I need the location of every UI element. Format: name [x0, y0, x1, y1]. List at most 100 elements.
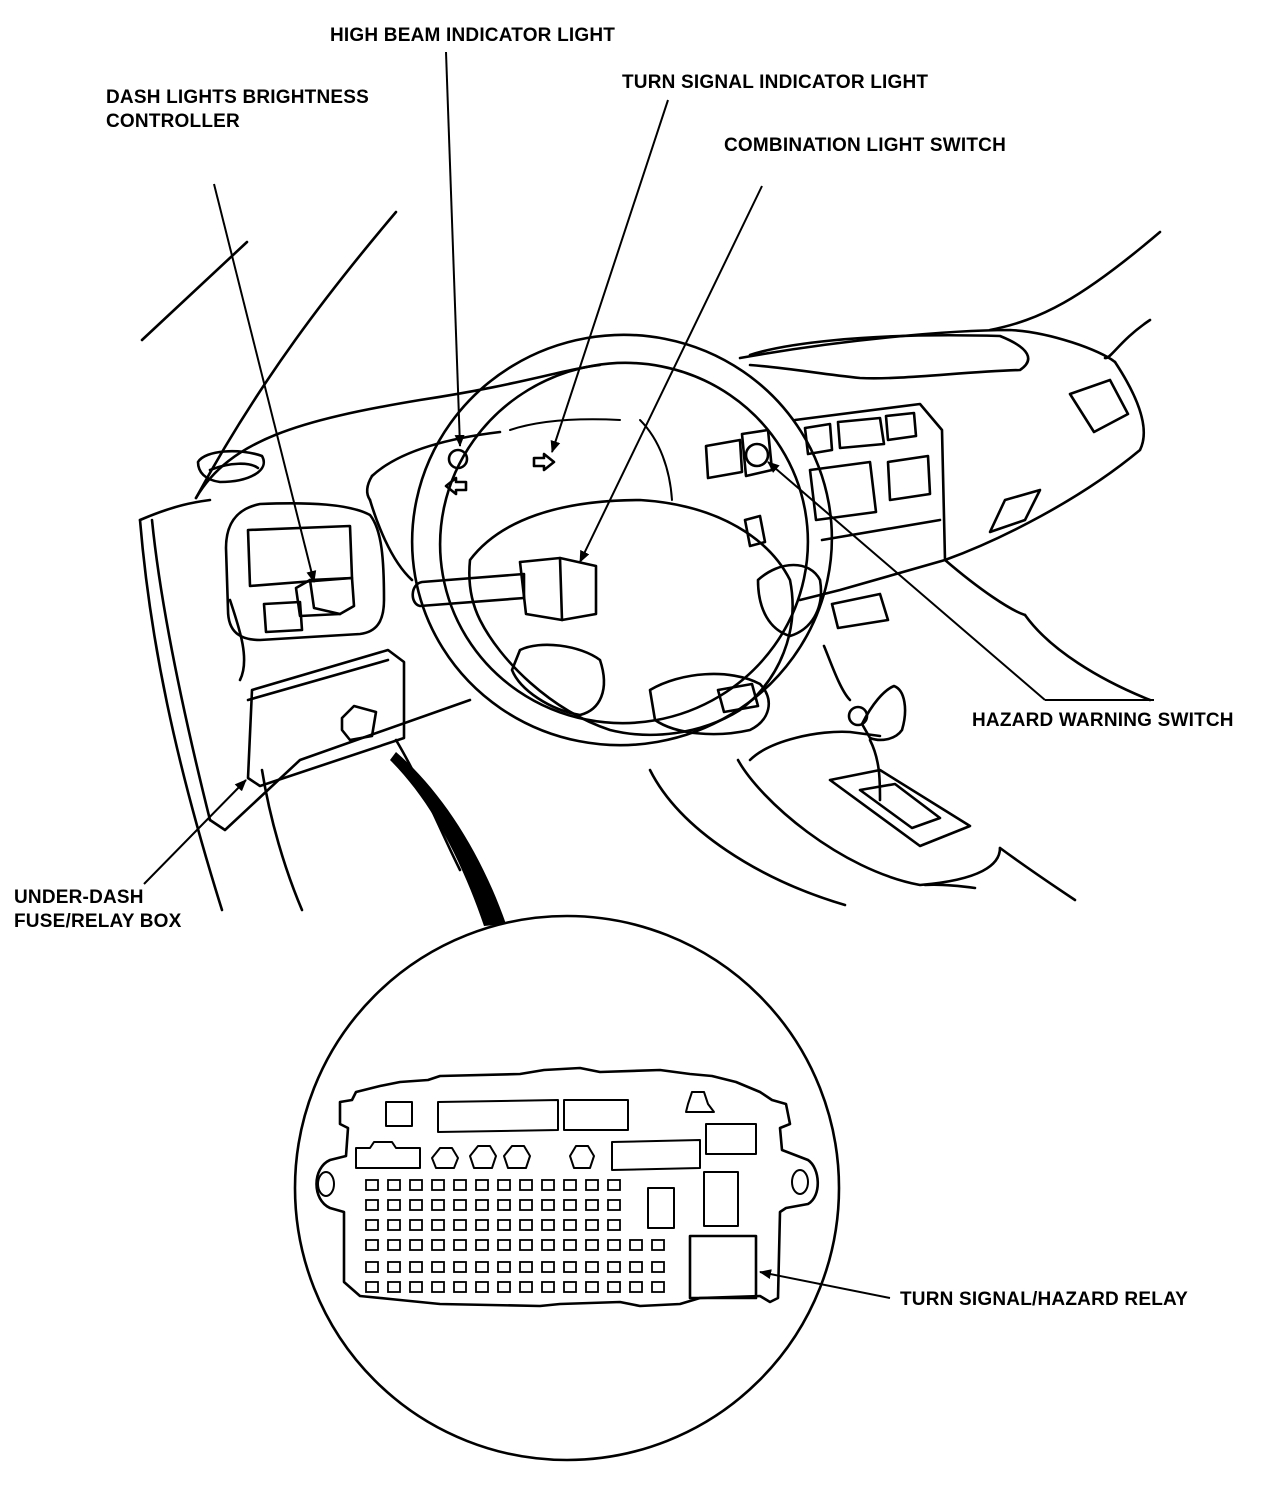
fuse-slot: [519, 1281, 533, 1293]
fuse-slot: [475, 1261, 489, 1273]
leader-hazard: [767, 461, 1046, 701]
label-dash-brightness-line1: DASH LIGHTS BRIGHTNESS: [106, 87, 370, 108]
fuse-slot: [519, 1179, 533, 1191]
fuse-slot: [607, 1261, 621, 1273]
fuse-slot: [607, 1239, 621, 1251]
fuse-grid: [365, 1179, 665, 1293]
fuse-slot: [497, 1239, 511, 1251]
fuse-slot: [387, 1199, 401, 1211]
fuse-slot: [585, 1199, 599, 1211]
fuse-slot: [585, 1219, 599, 1231]
fuse-slot: [519, 1261, 533, 1273]
combination-light-switch-shape: [411, 556, 598, 622]
leader-fuse-box: [143, 779, 247, 885]
fuse-slot: [651, 1281, 665, 1293]
fuse-slot: [475, 1199, 489, 1211]
fuse-slot: [409, 1281, 423, 1293]
leader-high-beam: [445, 51, 465, 447]
label-dash-brightness-line2: CONTROLLER: [106, 111, 240, 132]
fuse-slot: [387, 1219, 401, 1231]
fuse-slot: [387, 1261, 401, 1273]
label-fuse-box-line2: FUSE/RELAY BOX: [14, 911, 182, 932]
fuse-slot: [563, 1261, 577, 1273]
fuse-slot: [541, 1179, 555, 1191]
fuse-slot: [629, 1261, 643, 1273]
fuse-slot: [431, 1239, 445, 1251]
fuse-slot: [431, 1261, 445, 1273]
fuse-slot: [629, 1281, 643, 1293]
fuse-slot: [431, 1219, 445, 1231]
fuse-slot: [607, 1219, 621, 1231]
fuse-slot: [431, 1281, 445, 1293]
fuse-slot: [607, 1179, 621, 1191]
fuse-slot: [519, 1199, 533, 1211]
fuse-slot: [651, 1261, 665, 1273]
label-high-beam: HIGH BEAM INDICATOR LIGHT: [330, 25, 616, 46]
fuse-slot: [541, 1199, 555, 1211]
fuse-slot: [497, 1199, 511, 1211]
leader-brightness: [213, 183, 317, 583]
fuse-box-shape: [246, 648, 406, 788]
fuse-slot: [365, 1261, 379, 1273]
hazard-switch-shape: [704, 428, 774, 480]
fuse-slot: [409, 1239, 423, 1251]
fuse-slot: [585, 1281, 599, 1293]
fuse-slot: [607, 1281, 621, 1293]
leader-turn-signal: [550, 99, 669, 453]
fuse-slot: [365, 1199, 379, 1211]
fuse-slot: [519, 1239, 533, 1251]
leader-relay: [759, 1269, 891, 1299]
fuse-slot: [497, 1261, 511, 1273]
fuse-slot: [585, 1179, 599, 1191]
fuse-slot: [431, 1199, 445, 1211]
fuse-slot: [453, 1261, 467, 1273]
leader-lines: [143, 51, 1154, 1299]
fuse-slot: [387, 1239, 401, 1251]
fuse-slot: [585, 1261, 599, 1273]
fuse-slot: [541, 1239, 555, 1251]
fuse-slot: [365, 1239, 379, 1251]
label-turn-signal-indicator: TURN SIGNAL INDICATOR LIGHT: [622, 72, 929, 93]
label-combination-switch: COMBINATION LIGHT SWITCH: [724, 135, 1007, 156]
dashboard-outline: [138, 210, 1162, 912]
fuse-slot: [387, 1281, 401, 1293]
zoom-pointer: [390, 752, 506, 926]
magnified-fuse-box: [293, 914, 841, 1462]
fuse-slot: [563, 1219, 577, 1231]
fuse-slot: [497, 1281, 511, 1293]
fuse-slot: [497, 1179, 511, 1191]
fuse-slot: [607, 1199, 621, 1211]
fuse-slot: [365, 1281, 379, 1293]
fuse-slot: [453, 1281, 467, 1293]
fuse-slot: [453, 1199, 467, 1211]
fuse-slot: [563, 1199, 577, 1211]
fuse-slot: [431, 1179, 445, 1191]
cluster-indicators: [444, 448, 556, 496]
fuse-slot: [629, 1239, 643, 1251]
fuse-slot: [365, 1219, 379, 1231]
fuse-slot: [453, 1219, 467, 1231]
fuse-slot: [409, 1219, 423, 1231]
fuse-slot: [563, 1179, 577, 1191]
fuse-slot: [387, 1179, 401, 1191]
brightness-controller-shape: [294, 576, 356, 618]
fuse-slot: [585, 1239, 599, 1251]
fuse-slot: [365, 1179, 379, 1191]
fuse-slot: [541, 1281, 555, 1293]
fuse-slot: [409, 1199, 423, 1211]
fuse-slot: [541, 1261, 555, 1273]
leader-combination: [579, 185, 763, 563]
label-fuse-box-line1: UNDER-DASH: [14, 887, 144, 908]
fuse-slot: [475, 1219, 489, 1231]
fuse-slot: [541, 1219, 555, 1231]
fuse-slot: [475, 1179, 489, 1191]
fuse-slot: [651, 1239, 665, 1251]
fuse-slot: [409, 1179, 423, 1191]
fuse-slot: [497, 1219, 511, 1231]
steering-wheel: [410, 333, 834, 747]
fuse-slot: [453, 1239, 467, 1251]
label-relay: TURN SIGNAL/HAZARD RELAY: [900, 1289, 1189, 1310]
fuse-slot: [519, 1219, 533, 1231]
fuse-slot: [475, 1281, 489, 1293]
fuse-slot: [453, 1179, 467, 1191]
